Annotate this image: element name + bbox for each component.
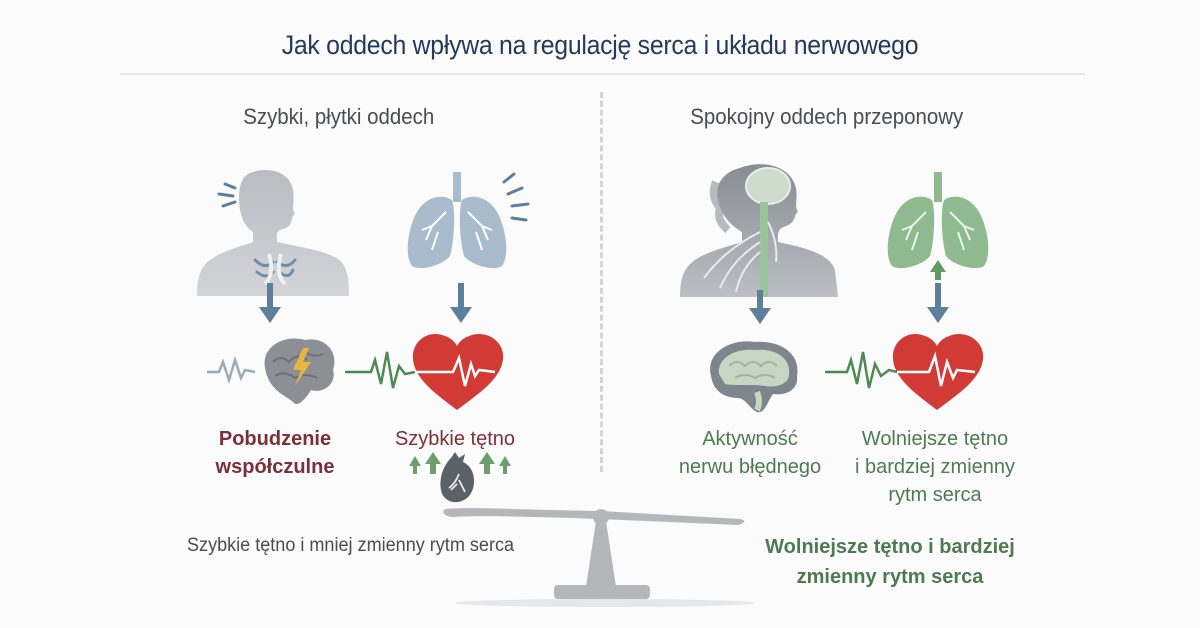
arrow-down-icon [259,283,281,323]
section-divider [600,92,603,472]
right-bottom-caption: Wolniejsze tętno i bardziej zmienny rytm… [765,536,1015,588]
arrow-down-icon [450,283,472,323]
green-lungs-icon [887,172,989,280]
heart-rate-up-arrows-icon [409,452,511,503]
page-title: Jak oddech wpływa na regulację serca i u… [281,30,919,60]
vagus-label: Aktywność nerwu błędnego [678,428,822,478]
title-divider [120,73,1085,75]
lungs-icon [407,172,530,269]
calm-brain-icon [710,341,798,413]
left-bottom-caption: Szybkie tętno i mniej zmienny rytm serca [187,535,515,556]
person-chest-breathing-icon [197,169,349,296]
person-vagus-nerve-icon [680,164,838,297]
stressed-brain-icon [207,338,335,405]
arrow-down-icon [749,290,771,324]
slow-heart-label: Wolniejsze tętno i bardziej zmienny rytm… [854,428,1016,506]
sympathetic-label: Pobudzenie współczulne [215,428,335,478]
heart-ecg-icon [825,334,984,410]
arrow-down-icon [927,283,949,323]
heart-ecg-icon [345,334,504,410]
right-section-header: Spokojny oddech przeponowy [690,104,964,129]
left-section-header: Szybki, płytki oddech [243,104,435,129]
fast-heart-label: Szybkie tętno [394,428,516,450]
balance-scale-icon [443,508,755,607]
